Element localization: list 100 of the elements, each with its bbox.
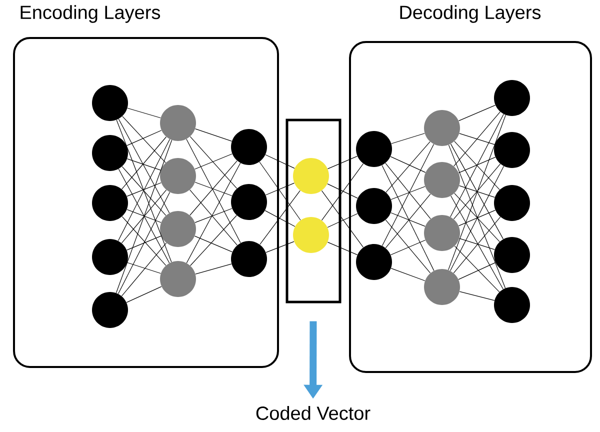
connection-line	[390, 268, 426, 282]
neuron-circle	[356, 131, 392, 167]
connection-line	[321, 163, 364, 221]
neuron-circle	[160, 105, 196, 141]
connection-line	[386, 141, 430, 193]
connection-line	[186, 162, 241, 264]
neuron-circle	[494, 237, 530, 273]
connection-line	[260, 190, 300, 245]
connection-line	[126, 158, 162, 170]
connection-line	[190, 160, 238, 216]
connection-line	[458, 210, 496, 226]
connection-line	[265, 182, 295, 196]
neuron-circle	[356, 188, 392, 224]
connection-line	[190, 136, 238, 189]
connection-line	[194, 208, 232, 223]
neuron-circle	[494, 287, 530, 323]
connection-line	[126, 209, 162, 223]
connection-line	[385, 162, 431, 220]
connection-line	[118, 168, 170, 264]
connection-line	[327, 184, 358, 198]
connection-line	[121, 242, 167, 296]
connection-line	[454, 112, 500, 166]
neuron-circle	[92, 185, 128, 221]
connection-line	[453, 164, 501, 220]
connection-line	[194, 154, 232, 170]
connection-line	[127, 108, 161, 118]
neuron-circle	[494, 185, 530, 221]
neuron-circle	[92, 135, 128, 171]
connection-line	[127, 262, 161, 274]
connection-line	[126, 182, 162, 197]
connection-line	[327, 213, 358, 228]
neuron-circle	[494, 80, 530, 116]
connection-line	[194, 128, 232, 142]
connection-line	[454, 141, 500, 190]
connection-line	[190, 190, 238, 246]
neuron-circle	[231, 129, 267, 165]
connection-line	[266, 241, 294, 253]
neuron-circle	[424, 215, 460, 251]
connection-line	[327, 156, 358, 170]
connection-line	[390, 240, 426, 256]
connection-line	[390, 186, 426, 200]
connection-line	[459, 238, 495, 250]
connection-line	[448, 144, 506, 288]
connection-line	[126, 236, 162, 250]
connection-line	[126, 130, 162, 146]
connection-line	[454, 193, 500, 242]
connection-line	[194, 182, 232, 196]
connection-line	[122, 116, 166, 163]
connection-line	[459, 185, 496, 198]
box-heading: Encoding Layers	[20, 5, 160, 23]
connection-line	[458, 104, 496, 122]
connection-line	[264, 210, 296, 227]
connection-line	[390, 156, 426, 173]
connection-line	[190, 215, 237, 266]
connection-line	[390, 212, 426, 227]
neuron-circle	[494, 132, 530, 168]
caption-text: Coded Vector	[256, 406, 370, 420]
neuron-circle	[293, 217, 329, 253]
connection-line	[122, 216, 166, 266]
connection-line	[265, 154, 295, 169]
neuron-circle	[231, 241, 267, 277]
connection-line	[321, 190, 364, 248]
box-heading: Decoding Layers	[400, 5, 541, 23]
connection-line	[391, 133, 425, 144]
connection-line	[116, 140, 172, 294]
connection-line	[382, 165, 434, 271]
connection-line	[458, 156, 496, 174]
connection-line	[126, 286, 162, 303]
connection-line	[195, 264, 232, 274]
connection-line	[382, 144, 434, 246]
connection-line	[459, 291, 495, 301]
neuron-circle	[160, 158, 196, 194]
vector-box	[286, 118, 342, 304]
neuron-circle	[160, 211, 196, 247]
connection-line	[448, 114, 506, 270]
connection-line	[458, 262, 496, 280]
connection-line	[118, 138, 170, 242]
connection-line	[327, 242, 358, 256]
neuron-circle	[160, 261, 196, 297]
connection-line	[121, 190, 167, 244]
connection-line	[385, 194, 431, 248]
connection-line	[194, 236, 233, 252]
connection-line	[385, 220, 431, 274]
connection-line	[454, 246, 500, 292]
connection-line	[459, 133, 495, 145]
connection-line	[186, 138, 241, 244]
connection-line	[259, 162, 301, 220]
neuron-circle	[293, 158, 329, 194]
neuron-circle	[424, 162, 460, 198]
connection-line	[116, 120, 172, 262]
neuron-circle	[424, 110, 460, 146]
neuron-circle	[92, 239, 128, 275]
neuron-circle	[231, 184, 267, 220]
connection-line	[450, 114, 504, 218]
connection-line	[450, 166, 504, 272]
connection-line	[122, 166, 166, 216]
neuron-circle	[92, 292, 128, 328]
connection-line	[118, 192, 170, 294]
neuron-circle	[356, 244, 392, 280]
connection-line	[122, 136, 167, 190]
